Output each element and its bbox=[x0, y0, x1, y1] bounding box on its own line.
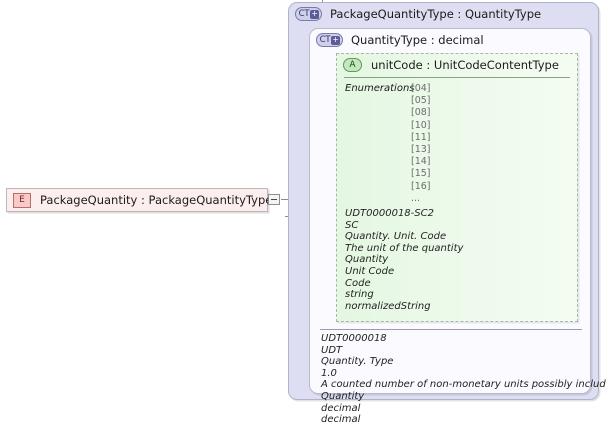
list-item: ... bbox=[411, 192, 421, 204]
list-item: UDT bbox=[321, 344, 343, 356]
complextype-inner-title: QuantityType : decimal bbox=[351, 33, 484, 47]
list-item: [15] bbox=[411, 168, 431, 180]
complextype-badge-text: CT bbox=[298, 9, 310, 19]
attribute-badge-icon: A bbox=[343, 57, 362, 72]
enumerations-label: Enumerations bbox=[345, 83, 415, 94]
list-item: [16] bbox=[411, 180, 431, 192]
list-item: Quantity. Type bbox=[321, 356, 394, 368]
attribute-title: unitCode : UnitCodeContentType bbox=[371, 57, 559, 72]
list-item: [13] bbox=[411, 144, 431, 156]
list-item: Unit Code bbox=[345, 266, 395, 277]
list-item: [14] bbox=[411, 156, 431, 168]
element-node-package-quantity[interactable]: E PackageQuantity : PackageQuantityType bbox=[6, 188, 272, 212]
list-item: Quantity. Unit. Code bbox=[345, 231, 447, 243]
list-item: UDT0000018-SC2 bbox=[345, 208, 434, 220]
enumerations-block: Enumerations [04][05][08][10][11][13][14… bbox=[337, 78, 577, 205]
list-item: normalizedString bbox=[345, 300, 431, 312]
list-item: [11] bbox=[411, 131, 431, 143]
list-item: [04] bbox=[411, 83, 431, 94]
complextype-inner-header: CT+ QuantityType : decimal bbox=[310, 29, 590, 51]
list-item: [08] bbox=[411, 107, 431, 119]
list-item: The unit of the quantity bbox=[345, 242, 464, 254]
list-item: UDT0000018 bbox=[321, 333, 387, 344]
list-item: SC bbox=[345, 219, 359, 231]
complextype-badge-icon: CT+ bbox=[316, 33, 343, 47]
plus-icon[interactable]: + bbox=[331, 34, 340, 45]
list-item: A counted number of non-monetary units p… bbox=[321, 379, 606, 391]
plus-icon[interactable]: + bbox=[310, 8, 319, 19]
list-item: [10] bbox=[411, 119, 431, 131]
element-badge-icon: E bbox=[13, 192, 31, 208]
attribute-panel-unit-code[interactable]: A unitCode : UnitCodeContentType Enumera… bbox=[336, 53, 578, 322]
complextype-badge-text: CT bbox=[319, 35, 331, 45]
list-item: Quantity bbox=[345, 254, 389, 266]
list-item: 1.0 bbox=[321, 367, 337, 379]
annotation-divider bbox=[320, 329, 582, 330]
enumerations-list: [04][05][08][10][11][13][14][15][16]... bbox=[411, 83, 431, 205]
complextype-badge-icon: CT+ bbox=[295, 7, 322, 21]
list-item: string bbox=[345, 289, 374, 301]
element-label: PackageQuantity : PackageQuantityType bbox=[40, 193, 273, 207]
complextype-outer-title: PackageQuantityType : QuantityType bbox=[330, 7, 542, 21]
list-item: Code bbox=[345, 277, 371, 289]
list-item: [05] bbox=[411, 95, 431, 107]
complextype-panel-package-quantity-type[interactable]: CT+ PackageQuantityType : QuantityType C… bbox=[288, 2, 606, 425]
complextype-panel-quantity-type[interactable]: CT+ QuantityType : decimal A unitCode : … bbox=[309, 28, 606, 425]
list-item: decimal bbox=[321, 402, 361, 414]
complextype-outer-header: CT+ PackageQuantityType : QuantityType bbox=[289, 3, 598, 25]
list-item: Quantity bbox=[321, 390, 365, 402]
list-item: decimal bbox=[321, 414, 361, 426]
attribute-divider bbox=[344, 77, 570, 78]
collapse-minus-icon[interactable] bbox=[268, 194, 280, 205]
attribute-header: A unitCode : UnitCodeContentType bbox=[337, 54, 577, 75]
